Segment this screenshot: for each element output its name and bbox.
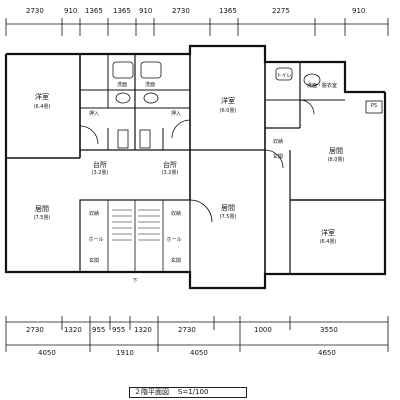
fixture-toilet [112,61,134,79]
dim-bottom2-4: 4650 [318,349,336,357]
room-storage-right: 収納 [272,139,284,145]
room-kitchen-mid-name: 台所 [163,161,177,169]
room-hall-a: ホール [88,237,104,243]
outer-wall [4,54,387,290]
dim-bottom2-2: 1910 [116,349,134,357]
dim-top-4: 1365 [113,7,131,15]
pipe-shaft [365,100,383,114]
room-kitchen-mid-area: (3.2畳) [161,170,179,176]
drawing-caption: ２階平面図 S=1/100 [129,387,247,398]
kitchen-counter [117,129,129,149]
room-living-left-name: 居間 [35,205,49,213]
room-kitchen-left-name: 台所 [93,161,107,169]
room-living-mid-area: (7.5畳) [219,214,237,220]
dim-top-3: 1365 [85,7,103,15]
dim-top-6: 2730 [172,7,190,15]
dim-bottom2-1: 4050 [38,349,56,357]
room-west-right-area: (6.4畳) [319,239,337,245]
dim-top-7: 1365 [219,7,237,15]
room-storage-b: 収納 [170,211,182,217]
dim-bottom1-8: 3550 [320,326,338,334]
room-entrance-right: 玄関 [272,154,284,160]
caption-scale: S=1/100 [177,388,209,396]
dim-bottom1-5: 1320 [134,326,152,334]
room-entrance-b: 玄関 [170,258,182,264]
dim-bottom1-3: 955 [92,326,106,334]
room-washroom-b: 洗面 [144,82,156,88]
room-hall-b: ホール [166,237,182,243]
room-toilet-right: トイレ [276,73,292,79]
room-living-right-area: (8.0畳) [327,157,345,163]
room-closet-a: 押入 [88,111,100,117]
label-stair-down: 下 [132,278,138,284]
room-storage-a: 収納 [88,211,100,217]
room-living-left-area: (7.5畳) [33,215,51,221]
dim-top-5: 910 [139,7,153,15]
dim-top-8: 2275 [272,7,290,15]
room-entrance-a: 玄関 [88,258,100,264]
room-west-right-name: 洋室 [321,229,335,237]
dim-bottom2-3: 4050 [190,349,208,357]
room-washroom-right: 洗面・脱衣室 [306,83,338,89]
dim-top-9: 910 [352,7,366,15]
dim-bottom1-1: 2730 [26,326,44,334]
dim-bottom1-2: 1320 [64,326,82,334]
room-kitchen-left-area: (3.2畳) [91,170,109,176]
room-w2-name: 洋室 [221,97,235,105]
room-living-mid-name: 居間 [221,204,235,212]
room-closet-b: 押入 [170,111,182,117]
dim-bottom1-4: 955 [112,326,126,334]
label-pipe-shaft: PS [370,103,378,109]
caption-title: ２階平面図 [134,388,169,396]
dim-top-2: 910 [64,7,78,15]
room-w1-name: 洋室 [35,93,49,101]
dim-bottom1-7: 1000 [254,326,272,334]
room-living-right-name: 居間 [329,147,343,155]
dim-top-1: 2730 [26,7,44,15]
room-w2-area: (6.0畳) [219,108,237,114]
room-washroom-a: 洗面 [116,82,128,88]
dim-bottom1-6: 2730 [178,326,196,334]
room-w1-area: (6.4畳) [33,104,51,110]
